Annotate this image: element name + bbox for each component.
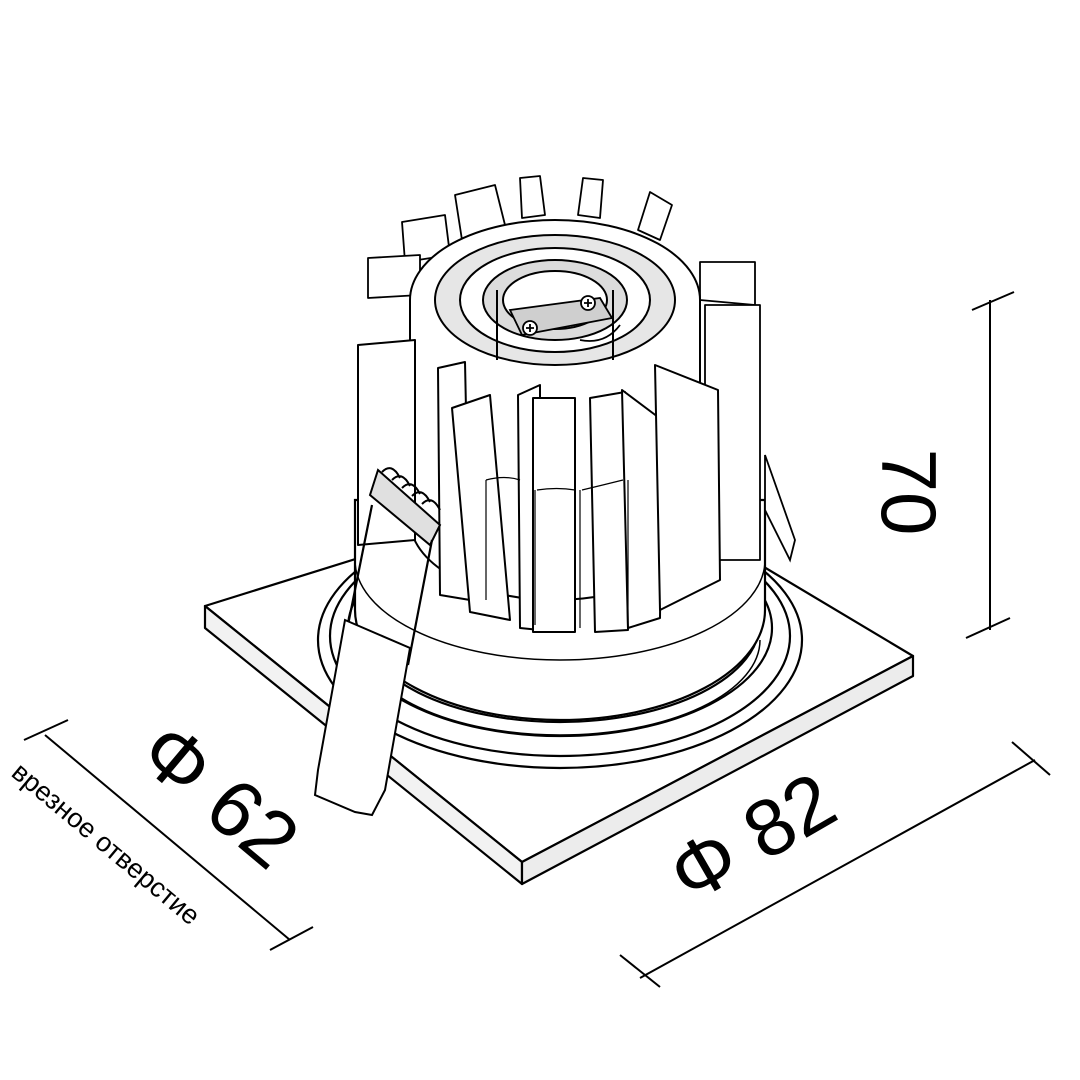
fin-shading	[485, 476, 629, 628]
cutout-diameter-label: Φ 62	[124, 705, 315, 886]
mount-bracket	[508, 295, 621, 342]
dimension-cutout	[23, 719, 314, 951]
spring-clip	[313, 467, 442, 817]
dimension-height	[965, 291, 1015, 639]
height-label: 70	[865, 449, 953, 536]
dimension-outer	[619, 741, 1051, 988]
spring-clip-right	[764, 454, 796, 563]
